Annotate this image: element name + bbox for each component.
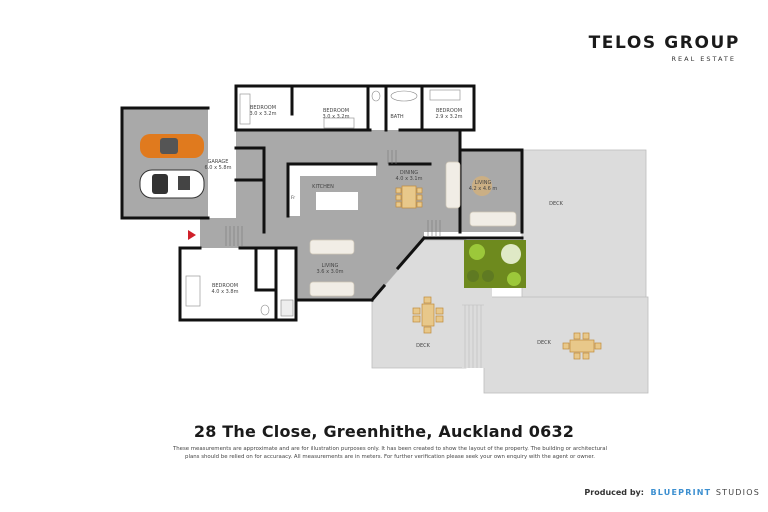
walls xyxy=(120,84,524,322)
sofa-icon xyxy=(309,281,355,297)
fridge-label: Fr xyxy=(290,196,296,201)
bed-icon xyxy=(429,89,461,101)
producer-label: Produced by: xyxy=(584,488,644,497)
room-label-deck-right: DECK xyxy=(549,201,563,207)
shrub-icon xyxy=(482,270,494,282)
garage-floor xyxy=(122,108,208,218)
table-icon xyxy=(569,339,595,353)
toilet-icon xyxy=(260,304,270,316)
bed-icon xyxy=(239,93,251,125)
sofa-icon xyxy=(445,161,461,209)
table-icon xyxy=(401,185,417,209)
entry-arrow-icon xyxy=(188,230,196,240)
deck-steps xyxy=(462,304,484,368)
bathtub-icon xyxy=(390,90,418,102)
rug-icon xyxy=(472,176,492,196)
disclaimer-line-2: plans should be relied on for accuraacy.… xyxy=(185,454,595,460)
bed-icon xyxy=(185,275,201,307)
cars xyxy=(139,134,205,199)
disclaimer: These measurements are approximate and a… xyxy=(150,445,630,461)
sofa-icon xyxy=(309,239,355,255)
bed-icon xyxy=(323,117,355,129)
disclaimer-line-1: These measurements are approximate and a… xyxy=(172,446,608,452)
kitchen-bench-top xyxy=(300,164,376,176)
brand-name: TELOS GROUP xyxy=(588,33,740,53)
shrub-icon xyxy=(501,244,521,264)
producer-credit: Produced by: BLUEPRINT STUDIOS xyxy=(584,488,760,497)
kitchen-bench-side xyxy=(288,164,300,216)
entry-floor xyxy=(200,218,300,248)
producer-brand: BLUEPRINT xyxy=(650,488,712,497)
dining-sets xyxy=(395,185,602,360)
shrub-icon xyxy=(507,272,521,286)
producer-studio: STUDIOS xyxy=(715,488,760,497)
sofas xyxy=(309,161,517,297)
room-label-bath: BATH xyxy=(390,114,404,120)
shrub-icon xyxy=(469,244,485,260)
toilet-icon xyxy=(371,90,381,102)
table-icon xyxy=(421,303,435,327)
room-label-deck-left: DECK xyxy=(416,343,430,349)
floor-plan-drawing xyxy=(120,84,649,394)
stairs xyxy=(225,150,441,246)
shower-icon xyxy=(280,299,294,317)
car-white-icon xyxy=(139,169,205,199)
sofa-icon xyxy=(469,211,517,227)
kitchen-island xyxy=(316,192,358,210)
property-address: 28 The Close, Greenhithe, Auckland 0632 xyxy=(193,422,575,441)
deck-right-area xyxy=(521,149,647,301)
brand-logo: TELOS GROUP REAL ESTATE xyxy=(586,34,740,63)
room-label-kitchen: KITCHEN xyxy=(312,184,334,190)
room-label-deck-bottom: DECK xyxy=(537,340,551,346)
beds xyxy=(185,89,461,307)
brand-tagline: REAL ESTATE xyxy=(671,55,736,63)
shrub-icon xyxy=(467,270,479,282)
